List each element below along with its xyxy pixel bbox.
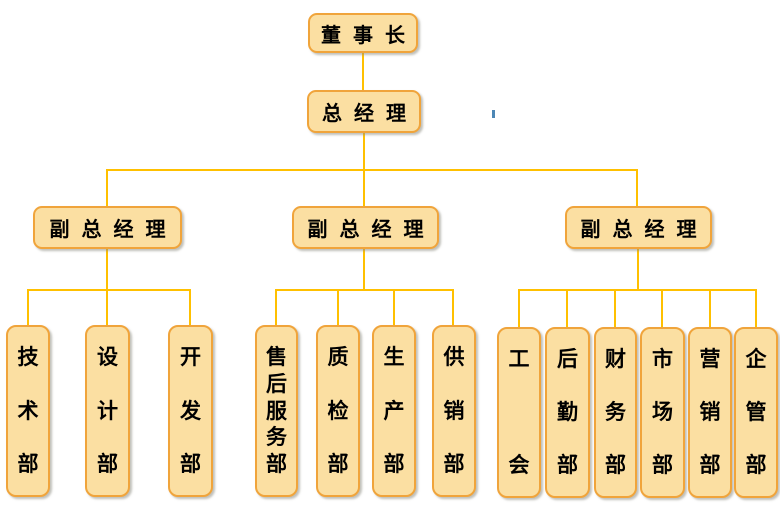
node-general-manager-label: 总经理 <box>322 103 418 125</box>
connector-drop-deputy3 <box>636 169 638 206</box>
connector-bus-top <box>106 169 638 171</box>
node-general-manager[interactable]: 总经理 <box>307 90 421 133</box>
connector-drop-dept <box>755 289 757 327</box>
node-dept-development[interactable]: 开发部 <box>168 325 213 497</box>
connector-deputy2-bus <box>363 249 365 290</box>
node-deputy-2-label: 副总经理 <box>307 219 436 241</box>
node-deputy-3-label: 副总经理 <box>580 219 709 241</box>
connector-drop-dept <box>452 289 454 325</box>
connector-deputy1-bus <box>106 249 108 290</box>
node-dept-design[interactable]: 设计部 <box>85 325 130 497</box>
node-dept-market-label: 市场部 <box>652 347 673 477</box>
node-dept-union[interactable]: 工会 <box>497 327 541 498</box>
connector-drop-dept <box>614 289 616 327</box>
node-dept-marketing-label: 营销部 <box>699 347 721 477</box>
node-dept-union-label: 工会 <box>508 347 530 477</box>
node-dept-logistics-label: 后勤部 <box>557 347 578 477</box>
node-dept-market[interactable]: 市场部 <box>640 327 685 498</box>
node-dept-logistics[interactable]: 后勤部 <box>545 327 590 498</box>
node-deputy-3[interactable]: 副总经理 <box>565 206 712 249</box>
node-deputy-1[interactable]: 副总经理 <box>33 206 182 249</box>
connector-drop-dept <box>27 289 29 325</box>
node-dept-quality[interactable]: 质检部 <box>316 325 360 497</box>
node-deputy-2[interactable]: 副总经理 <box>292 206 439 249</box>
node-dept-finance[interactable]: 财务部 <box>594 327 637 498</box>
node-dept-supply-sales[interactable]: 供销部 <box>432 325 476 497</box>
node-dept-quality-label: 质检部 <box>327 345 349 476</box>
node-dept-tech[interactable]: 技术部 <box>6 325 50 497</box>
connector-drop-dept <box>275 289 277 325</box>
node-dept-after-sales[interactable]: 售后服务部 <box>255 325 298 497</box>
node-dept-production-label: 生产部 <box>383 345 405 476</box>
connector-bus-right <box>518 289 757 291</box>
node-dept-supply-sales-label: 供销部 <box>443 345 465 476</box>
connector-drop-dept <box>106 289 108 325</box>
connector-drop-dept <box>518 289 520 327</box>
node-deputy-1-label: 副总经理 <box>49 219 178 241</box>
connector-drop-dept <box>661 289 663 327</box>
node-dept-finance-label: 财务部 <box>605 347 626 477</box>
connector-drop-deputy1 <box>106 169 108 206</box>
node-dept-tech-label: 技术部 <box>17 345 39 476</box>
node-dept-design-label: 设计部 <box>97 345 118 476</box>
connector-drop-dept <box>393 289 395 325</box>
node-dept-marketing[interactable]: 营销部 <box>688 327 732 498</box>
node-dept-development-label: 开发部 <box>180 345 201 476</box>
node-dept-enterprise-mgmt[interactable]: 企管部 <box>734 327 778 498</box>
node-dept-enterprise-mgmt-label: 企管部 <box>745 347 767 477</box>
connector-drop-dept <box>189 289 191 325</box>
node-dept-production[interactable]: 生产部 <box>372 325 416 497</box>
connector-drop-dept <box>709 289 711 327</box>
connector-bus-middle <box>275 289 454 291</box>
stray-mark <box>492 110 495 118</box>
node-chairman[interactable]: 董事长 <box>308 13 418 53</box>
connector-deputy3-bus <box>637 249 639 290</box>
node-dept-after-sales-label: 售后服务部 <box>266 345 287 476</box>
connector-drop-dept <box>566 289 568 327</box>
connector-bus-left <box>27 289 191 291</box>
connector-chairman-gm <box>362 52 364 90</box>
node-chairman-label: 董事长 <box>321 24 417 47</box>
connector-drop-dept <box>337 289 339 325</box>
